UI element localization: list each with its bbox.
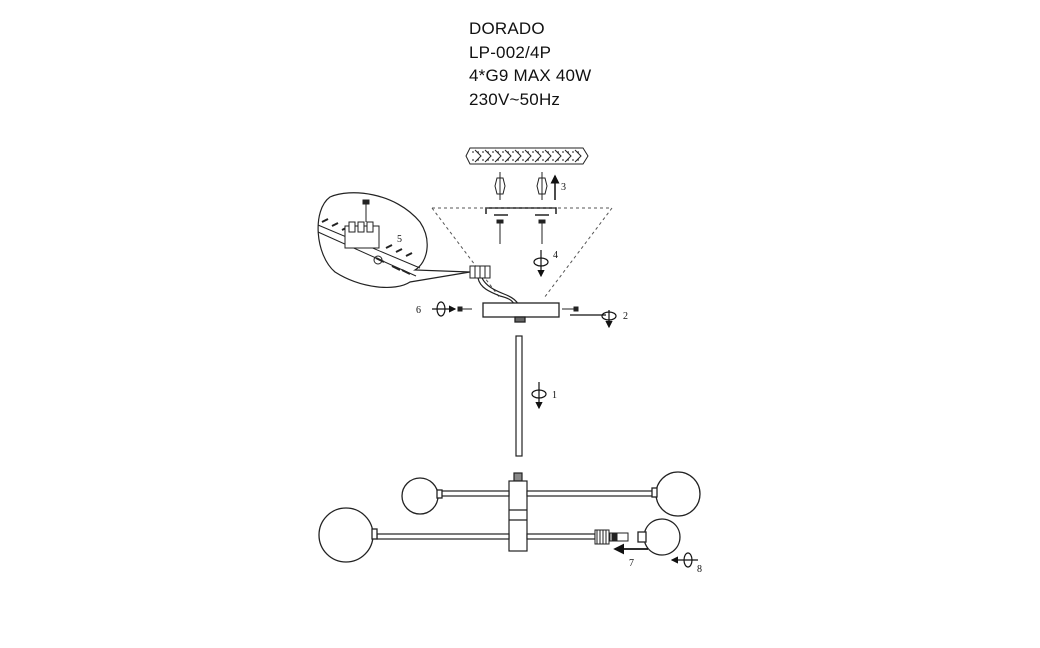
product-specs: DORADO LP-002/4P 4*G9 MAX 40W 230V~50Hz: [469, 17, 591, 111]
voltage-spec: 230V~50Hz: [469, 89, 561, 109]
lower-arm: [376, 533, 596, 540]
screw-left: [496, 219, 504, 244]
supply-wires: [477, 277, 519, 305]
screw-right: [538, 219, 546, 244]
canopy-body: [482, 302, 560, 323]
model-name: DORADO: [469, 19, 545, 38]
side-screw-left: [457, 306, 472, 312]
fixture-hub: [508, 472, 528, 552]
globe-upper-left: [401, 477, 443, 515]
rotate-icon-step1: [531, 382, 547, 410]
model-code: LP-002/4P: [469, 42, 552, 62]
step-label-5: 5: [397, 234, 402, 245]
step-label-8: 8: [697, 564, 702, 575]
step-label-4: 4: [553, 250, 558, 261]
connector-detail-zoom: [317, 192, 471, 289]
wall-plug-left: [494, 172, 506, 200]
wall-plug-right: [536, 172, 548, 200]
ceiling-hatch: [465, 147, 589, 165]
rotate-icon-step8: [670, 552, 698, 568]
globe-lower-right: [637, 518, 681, 556]
step-label-6: 6: [416, 305, 421, 316]
suspension-rod: [515, 335, 523, 457]
globe-upper-right: [651, 471, 701, 517]
rotate-icon-step2: [570, 310, 617, 329]
bulb-spec: 4*G9 MAX 40W: [469, 66, 592, 85]
g9-socket: [594, 529, 629, 545]
step-label-2: 2: [623, 311, 628, 322]
globe-lower-left: [318, 507, 378, 563]
rotate-icon-step6: [432, 301, 457, 317]
canopy-dashed-outline: [431, 207, 613, 299]
step-label-3: 3: [561, 182, 566, 193]
upper-arm: [439, 490, 654, 497]
step-label-1: 1: [552, 390, 557, 401]
rotate-icon-step4: [533, 250, 549, 278]
step-label-7: 7: [629, 558, 634, 569]
terminal-block: [469, 265, 491, 279]
mounting-bracket: [485, 207, 557, 216]
side-screw-right: [562, 306, 579, 312]
